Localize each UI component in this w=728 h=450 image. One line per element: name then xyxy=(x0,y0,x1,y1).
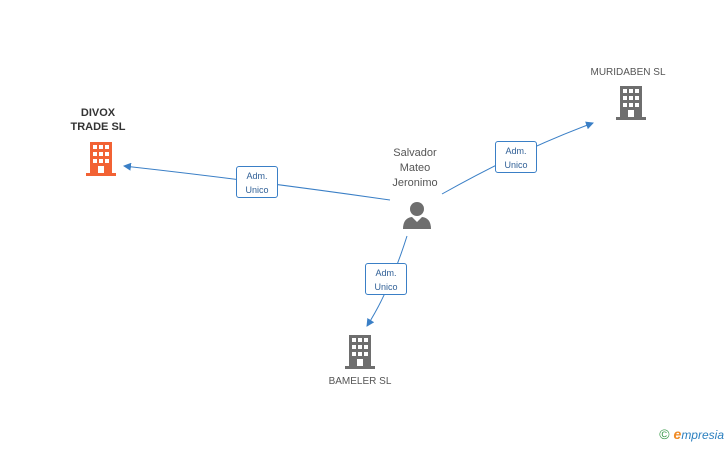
company-label-muridaben[interactable]: MURIDABEN SL xyxy=(578,66,678,80)
person-icon xyxy=(403,202,431,229)
edge-label-to-muridaben[interactable]: Adm. Unico xyxy=(495,141,537,173)
edge-label-to-bameler[interactable]: Adm. Unico xyxy=(365,263,407,295)
building-icon xyxy=(86,142,116,176)
edge-role-line: Adm. xyxy=(375,268,397,278)
building-icon xyxy=(616,86,646,120)
brand-e-letter: e xyxy=(673,426,682,442)
building-icon xyxy=(345,335,375,369)
edge-role-line: Unico xyxy=(245,185,269,195)
company-label-bameler[interactable]: BAMELER SL xyxy=(310,375,410,389)
company-label-divox[interactable]: DIVOX TRADE SL xyxy=(58,106,138,134)
company-name-line: TRADE SL xyxy=(70,121,126,133)
edge-role-line: Adm. xyxy=(505,146,527,156)
copyright-icon: © xyxy=(659,426,670,442)
person-name-line: Mateo xyxy=(399,162,431,174)
edge-role-line: Adm. xyxy=(246,171,268,181)
company-name: BAMELER SL xyxy=(328,376,392,387)
person-label[interactable]: Salvador Mateo Jeronimo xyxy=(370,146,460,191)
company-name: MURIDABEN SL xyxy=(590,67,666,78)
edge-role-line: Unico xyxy=(374,282,398,292)
person-name-line: Jeronimo xyxy=(392,177,438,189)
brand-name: mpresia xyxy=(681,428,724,442)
brand-logo: ©empresia xyxy=(659,426,724,442)
company-name-line: DIVOX xyxy=(80,107,116,119)
person-name-line: Salvador xyxy=(393,147,437,159)
edge-role-line: Unico xyxy=(504,160,528,170)
edge-label-to-divox[interactable]: Adm. Unico xyxy=(236,166,278,198)
